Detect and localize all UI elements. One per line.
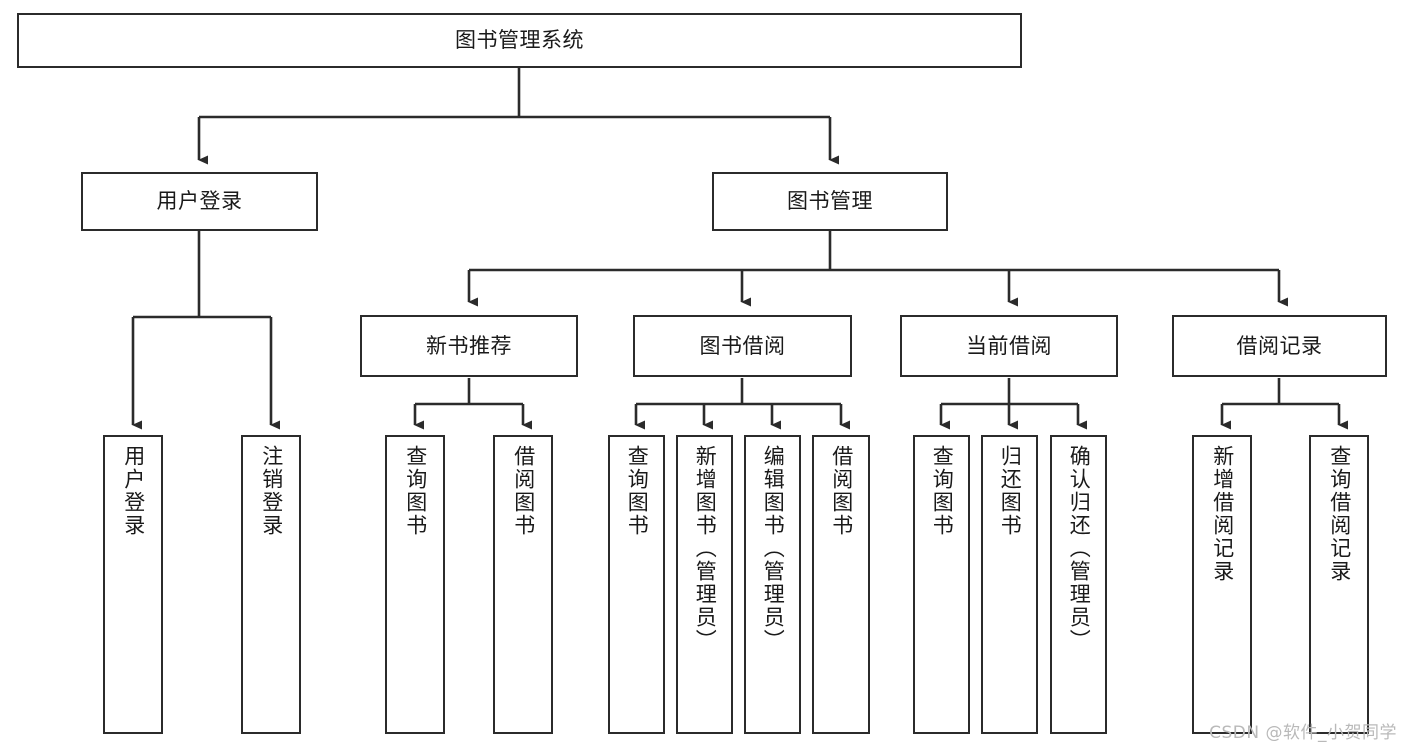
node-label: 用户登录 <box>156 189 243 214</box>
leaf-user-login-logout[interactable]: 注销登录 <box>241 435 301 734</box>
node-label: 新书推荐 <box>426 333 512 358</box>
node-label: 查询图书 <box>930 445 955 537</box>
node-root-system[interactable]: 图书管理系统 <box>17 13 1022 68</box>
node-new-book-recommend[interactable]: 新书推荐 <box>360 315 578 377</box>
node-label: 注销登录 <box>259 445 284 537</box>
leaf-book-borrow-query[interactable]: 查询图书 <box>608 435 665 734</box>
node-label: 确认归还（管理员） <box>1067 445 1092 652</box>
node-label: 图书管理系统 <box>455 28 584 53</box>
node-label: 查询图书 <box>403 445 428 537</box>
node-user-login[interactable]: 用户登录 <box>81 172 318 231</box>
node-label: 用户登录 <box>121 445 146 537</box>
node-label: 新增图书（管理员） <box>693 445 718 652</box>
leaf-current-borrow-query[interactable]: 查询图书 <box>913 435 970 734</box>
leaf-book-borrow-edit[interactable]: 编辑图书（管理员） <box>744 435 801 734</box>
node-label: 编辑图书（管理员） <box>761 445 786 652</box>
leaf-user-login-login[interactable]: 用户登录 <box>103 435 163 734</box>
leaf-new-book-borrow[interactable]: 借阅图书 <box>493 435 553 734</box>
leaf-borrow-record-add[interactable]: 新增借阅记录 <box>1192 435 1252 734</box>
node-label: 当前借阅 <box>966 333 1052 358</box>
node-current-borrow[interactable]: 当前借阅 <box>900 315 1118 377</box>
node-label: 归还图书 <box>998 445 1023 537</box>
node-borrow-record[interactable]: 借阅记录 <box>1172 315 1387 377</box>
node-book-borrow[interactable]: 图书借阅 <box>633 315 852 377</box>
leaf-current-borrow-return[interactable]: 归还图书 <box>981 435 1038 734</box>
node-label: 图书管理 <box>787 189 873 214</box>
node-book-management[interactable]: 图书管理 <box>712 172 948 231</box>
leaf-book-borrow-borrow[interactable]: 借阅图书 <box>812 435 870 734</box>
node-label: 图书借阅 <box>699 333 786 358</box>
leaf-current-borrow-confirm-return[interactable]: 确认归还（管理员） <box>1050 435 1107 734</box>
leaf-book-borrow-add[interactable]: 新增图书（管理员） <box>676 435 733 734</box>
leaf-new-book-query[interactable]: 查询图书 <box>385 435 445 734</box>
node-label: 借阅记录 <box>1236 333 1323 358</box>
node-label: 借阅图书 <box>829 445 854 537</box>
node-label: 查询借阅记录 <box>1327 445 1352 583</box>
node-label: 新增借阅记录 <box>1210 445 1235 583</box>
node-label: 借阅图书 <box>511 445 536 537</box>
leaf-borrow-record-query[interactable]: 查询借阅记录 <box>1309 435 1369 734</box>
node-label: 查询图书 <box>625 445 650 537</box>
